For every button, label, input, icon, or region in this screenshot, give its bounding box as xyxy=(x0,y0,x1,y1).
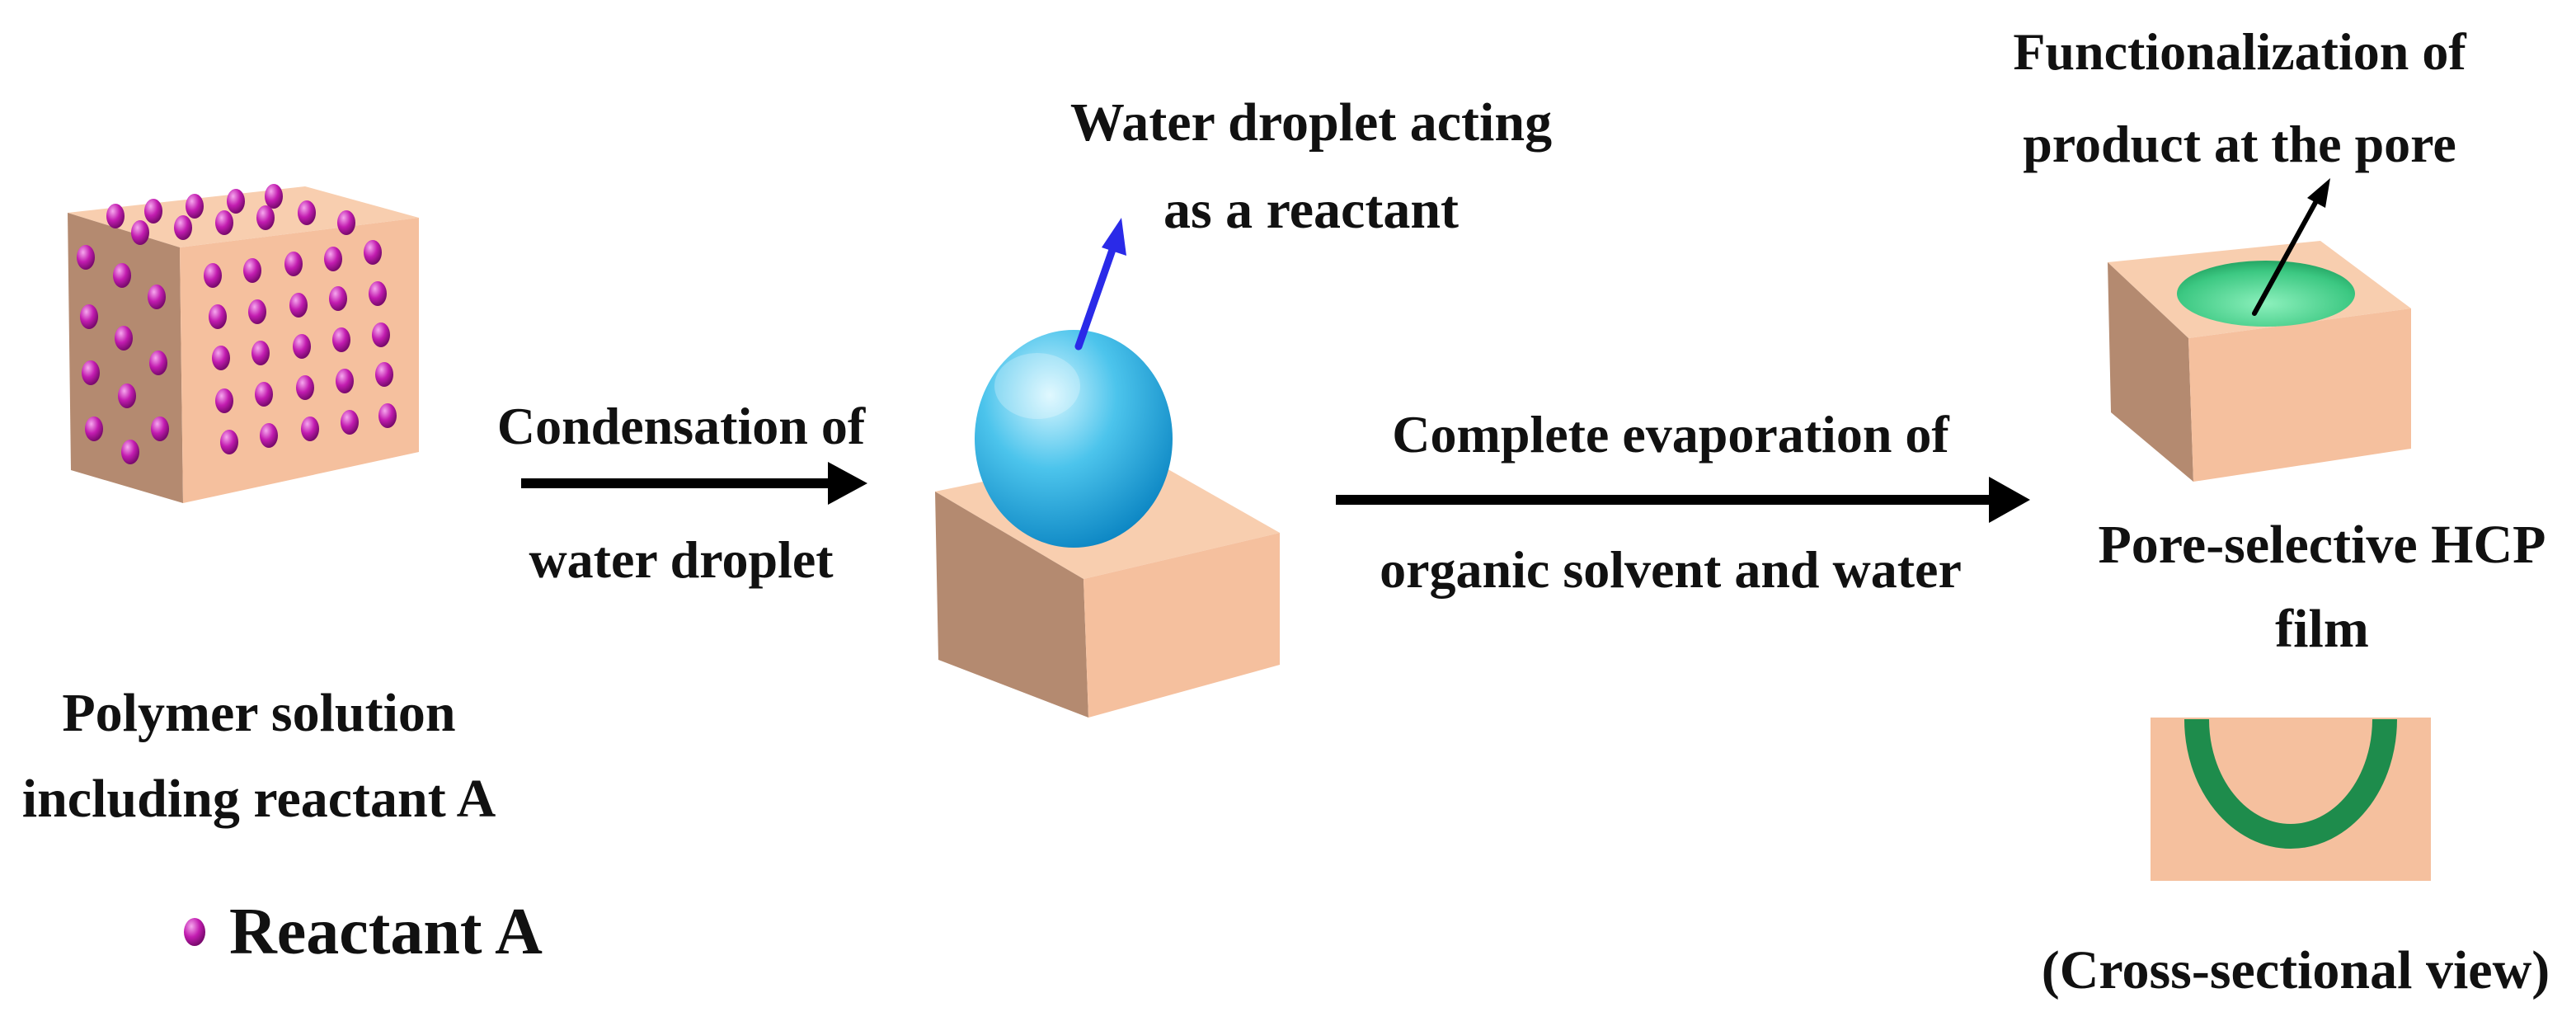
reactant-dot xyxy=(248,299,266,324)
reactant-dot xyxy=(301,417,319,441)
reactant-dot xyxy=(148,285,166,309)
reactant-dots xyxy=(77,184,397,464)
evaporation-caption: Complete evaporation of organic solvent … xyxy=(1380,405,1962,599)
functionalization-caption: Functionalization of product at the pore xyxy=(2013,22,2466,173)
block-front-face xyxy=(1084,533,1280,718)
reactant-dot xyxy=(284,252,303,276)
reactant-dot xyxy=(204,263,222,288)
legend-reactant-label: Reactant A xyxy=(229,896,543,968)
reactant-dot xyxy=(209,304,227,329)
reactant-dot xyxy=(364,240,382,265)
evaporation-line-2: organic solvent and water xyxy=(1380,540,1962,599)
cross-section-caption: (Cross-sectional view) xyxy=(2042,940,2550,1000)
water-droplet-caption: Water droplet acting as a reactant xyxy=(1070,92,1552,240)
legend-reactant-dot xyxy=(184,918,205,946)
reactant-dot xyxy=(293,334,311,359)
film-line-2: film xyxy=(2275,599,2369,659)
condensation-line-1: Condensation of xyxy=(497,397,866,455)
film-caption: Pore-selective HCP film xyxy=(2098,515,2545,659)
reactant-dot xyxy=(131,220,149,245)
water-droplet-line-2: as a reactant xyxy=(1163,180,1459,240)
reactant-dot xyxy=(77,245,95,270)
reactant-dot xyxy=(369,281,387,306)
legend: Reactant A xyxy=(184,896,543,968)
reactant-dot xyxy=(212,346,230,370)
reactant-dot xyxy=(289,293,308,318)
water-droplet xyxy=(975,330,1173,548)
reactant-dot xyxy=(251,341,270,365)
reactant-dot xyxy=(80,304,98,329)
droplet-pointer-arrow xyxy=(1074,218,1126,351)
block-side-face xyxy=(935,492,1088,718)
cross-section-pore-wall xyxy=(2184,718,2397,849)
pore-pointer-arrow xyxy=(2252,178,2330,316)
polymer-solution-line-1: Polymer solution xyxy=(62,683,455,743)
block-side-face xyxy=(2108,262,2193,482)
functionalization-line-2: product at the pore xyxy=(2023,115,2456,173)
pore-block xyxy=(2108,241,2411,482)
reactant-dot xyxy=(337,210,355,235)
reactant-dot xyxy=(260,423,278,448)
reactant-dot xyxy=(329,286,347,311)
reactant-dot xyxy=(106,204,125,228)
reactant-dot xyxy=(341,410,359,435)
reactant-dot xyxy=(336,369,354,393)
reactant-dot xyxy=(118,384,136,408)
reactant-dot xyxy=(243,258,261,283)
reactant-dot xyxy=(332,327,350,352)
evaporation-line-1: Complete evaporation of xyxy=(1392,405,1949,464)
condensation-caption: Condensation of water droplet xyxy=(497,397,866,589)
reactant-dot xyxy=(227,189,245,214)
block-top-face xyxy=(68,186,419,247)
reactant-dot xyxy=(215,210,233,235)
reactant-dot xyxy=(144,199,162,224)
reactant-dot xyxy=(372,322,390,347)
polymer-solution-caption: Polymer solution including reactant A xyxy=(22,683,496,829)
condensation-line-2: water droplet xyxy=(529,530,834,589)
droplet-sphere xyxy=(975,330,1173,548)
block-front-face xyxy=(2188,308,2411,482)
reactant-dot xyxy=(151,417,169,441)
reactant-dot xyxy=(85,417,103,441)
reactant-dot xyxy=(255,382,273,407)
cross-section-view xyxy=(2151,718,2431,881)
block-front-face xyxy=(180,218,419,503)
reactant-dot xyxy=(378,403,397,428)
reactant-dot xyxy=(220,430,238,454)
reactant-dot xyxy=(186,194,204,219)
reactant-dot xyxy=(265,184,283,209)
polymer-solution-line-2: including reactant A xyxy=(22,769,496,829)
reactant-dot xyxy=(256,205,275,230)
reactant-dot xyxy=(115,326,133,351)
evaporation-arrow xyxy=(1336,477,2030,523)
film-line-1: Pore-selective HCP xyxy=(2098,515,2545,575)
functionalization-line-1: Functionalization of xyxy=(2013,22,2466,81)
reactant-dot xyxy=(324,247,342,271)
droplet-highlight xyxy=(994,353,1080,419)
reactant-dot xyxy=(121,440,139,464)
reactant-dot xyxy=(113,263,131,288)
reactant-dot xyxy=(174,215,192,240)
reactant-dot xyxy=(149,351,167,375)
condensation-arrow xyxy=(521,462,867,505)
reactant-dot xyxy=(296,375,314,400)
reactant-dot xyxy=(298,200,316,225)
reactant-dot xyxy=(82,360,100,385)
water-droplet-line-1: Water droplet acting xyxy=(1070,92,1552,153)
reactant-dot xyxy=(375,362,393,387)
reactant-dot xyxy=(215,388,233,413)
